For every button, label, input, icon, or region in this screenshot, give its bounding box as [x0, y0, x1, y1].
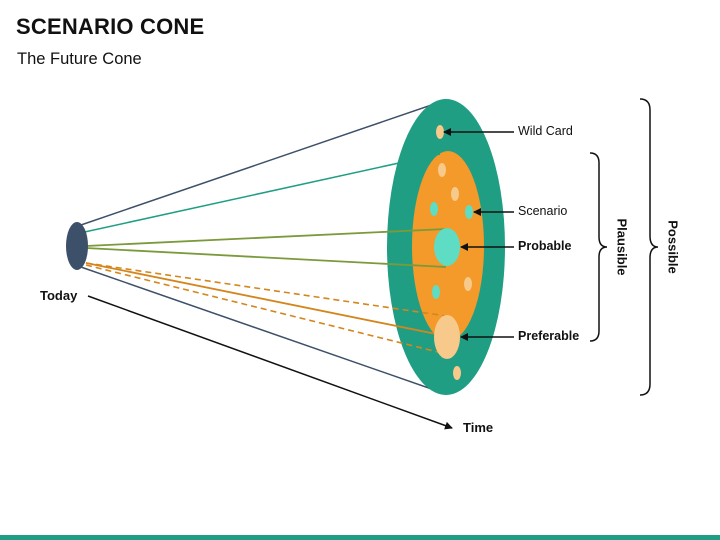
scenario-dot — [438, 163, 446, 177]
scenario-dot — [432, 285, 440, 299]
preferable-dashed-bottom — [85, 264, 447, 355]
possible-brace — [639, 98, 659, 396]
probable-bottom-line — [85, 247, 447, 268]
scenario-dot — [465, 205, 473, 219]
today-label: Today — [40, 288, 78, 303]
scenario-dot — [464, 277, 472, 291]
scenario-dot — [430, 202, 438, 216]
page-title: SCENARIO CONE — [16, 14, 205, 39]
possible-label: Possible — [665, 220, 681, 274]
today-origin — [66, 222, 88, 270]
preferable-label: Preferable — [518, 329, 580, 343]
preferable-line — [85, 262, 447, 337]
time-label: Time — [463, 420, 494, 435]
probable-dot — [434, 228, 460, 266]
preferable-dot — [434, 315, 460, 359]
cone-bottom-edge — [77, 265, 447, 395]
scenario-dot — [451, 187, 459, 201]
wild-card-label: Wild Card — [518, 124, 573, 138]
bottom-accent-bar — [0, 535, 720, 540]
probable-label: Probable — [518, 239, 572, 253]
time-arrow — [87, 295, 453, 430]
plausible-top-line — [79, 153, 441, 234]
plausible-label: Plausible — [614, 218, 630, 276]
scenario-label: Scenario — [518, 204, 568, 218]
page-subtitle: The Future Cone — [17, 50, 142, 68]
plausible-brace — [589, 152, 608, 342]
probable-top-line — [85, 228, 447, 247]
cone-top-edge — [77, 99, 447, 227]
scenario-dot — [453, 366, 461, 380]
wild-card-dot — [436, 125, 444, 139]
preferable-dashed-top — [85, 262, 447, 317]
